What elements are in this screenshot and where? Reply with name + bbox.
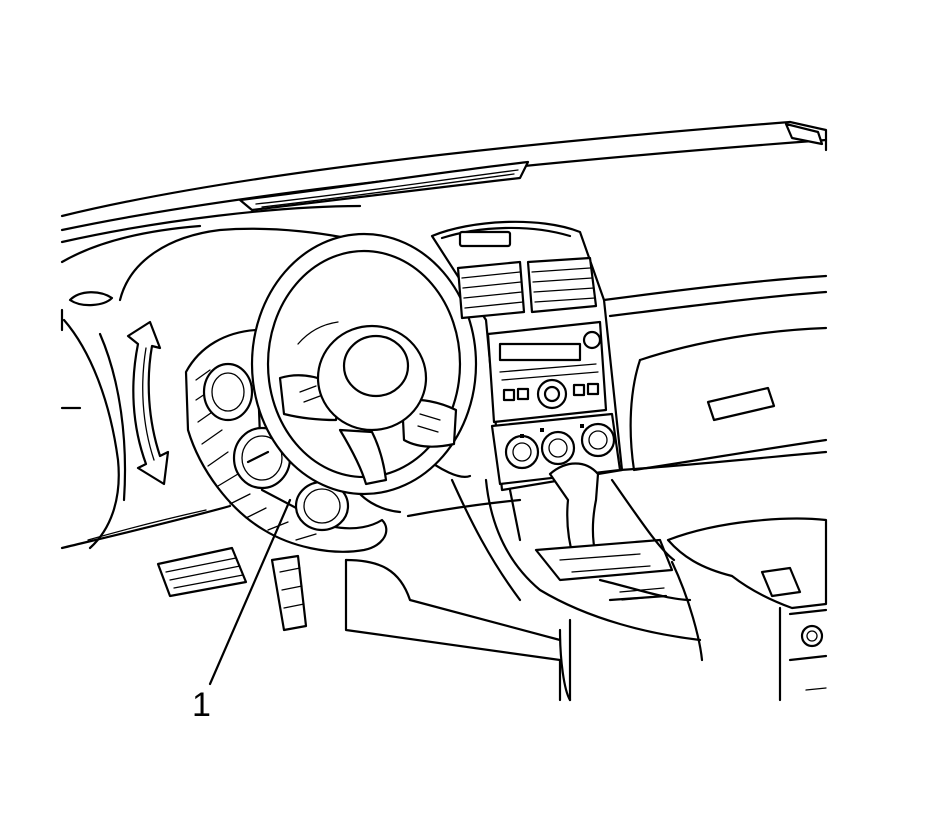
radio-preset-button	[516, 387, 530, 401]
radio-preset-button	[586, 382, 600, 396]
side-vent	[68, 291, 114, 307]
gear-shift-lever	[548, 462, 600, 562]
lower-dash	[344, 478, 562, 702]
horn-pad	[342, 334, 410, 398]
center-stack	[430, 220, 624, 492]
instrument-cluster	[184, 328, 388, 553]
passenger-dash	[602, 274, 828, 562]
right-center-vent	[526, 256, 598, 314]
dashboard-top	[60, 120, 828, 244]
radio-preset-button	[572, 383, 586, 397]
lower-spoke	[338, 428, 388, 486]
seat-adjust-knob	[800, 624, 824, 648]
shift-gate-plate	[534, 538, 674, 582]
glovebox-handle	[706, 386, 776, 422]
callout-1-label: 1	[192, 686, 211, 724]
center-console	[484, 462, 702, 702]
brake-pedal	[156, 546, 248, 598]
defrost-vent	[238, 160, 530, 212]
climate-left-knob	[504, 434, 540, 470]
climate-center-knob	[540, 430, 576, 466]
seat-cushion	[666, 517, 828, 610]
hazard-button	[458, 230, 512, 248]
passenger-seat	[666, 517, 828, 702]
callout-1-leader	[208, 498, 292, 686]
accelerator-pedal	[270, 554, 308, 632]
left-dash-area	[60, 224, 382, 632]
steering-wheel	[250, 232, 478, 496]
left-center-vent	[456, 260, 526, 320]
radio-preset-button	[502, 388, 516, 402]
left-gauge	[202, 362, 254, 422]
radio-display	[498, 342, 582, 362]
tilt-adjust-arrow	[126, 320, 170, 486]
callout-1: 1	[192, 498, 292, 724]
climate-right-knob	[580, 422, 616, 458]
radio-power-knob	[582, 330, 602, 350]
